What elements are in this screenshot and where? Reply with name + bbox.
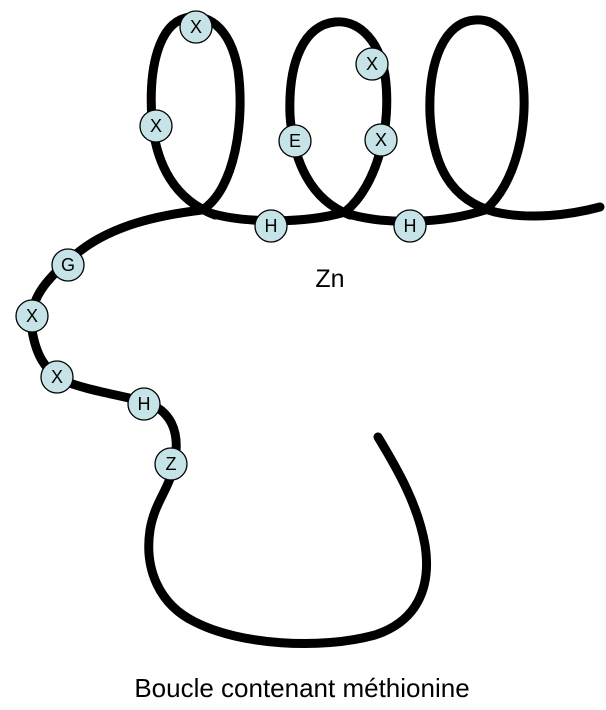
residue-circle: [254, 209, 288, 243]
residue-circle: [139, 109, 173, 143]
residue-letter: H: [138, 394, 151, 414]
residue-z-icon: Z: [154, 447, 188, 481]
residue-x-icon: X: [40, 360, 74, 394]
residue-x-icon: X: [139, 109, 173, 143]
residue-circle: [355, 47, 389, 81]
residue-letter: X: [51, 367, 63, 387]
residue-circle: [364, 123, 398, 157]
residue-letter: E: [289, 131, 301, 151]
residue-letter: G: [61, 255, 75, 275]
residue-letter: X: [150, 116, 162, 136]
residue-circle: [40, 360, 74, 394]
helix-loop-3: [425, 15, 605, 221]
residue-circle: [179, 10, 213, 44]
residue-letter: X: [375, 130, 387, 150]
residue-h-icon: H: [254, 209, 288, 243]
residue-letter: H: [265, 216, 278, 236]
residue-h-icon: H: [393, 209, 427, 243]
residue-circle: [51, 248, 85, 282]
residue-letter: Z: [166, 454, 177, 474]
residue-h-icon: H: [127, 387, 161, 421]
residue-circle: [393, 209, 427, 243]
residue-circle: [154, 447, 188, 481]
residue-circle: [278, 124, 312, 158]
residue-x-icon: X: [355, 47, 389, 81]
residue-x-icon: X: [15, 299, 49, 333]
residue-x-icon: X: [179, 10, 213, 44]
residue-circle: [127, 387, 161, 421]
residue-circle: [15, 299, 49, 333]
residue-letter: X: [190, 17, 202, 37]
chain-strand: [26, 205, 432, 649]
residue-g-icon: G: [51, 248, 85, 282]
residue-letter: H: [404, 216, 417, 236]
residue-letter: X: [26, 306, 38, 326]
zinc-label: Zn: [315, 265, 344, 293]
diagram-caption: Boucle contenant méthionine: [134, 673, 469, 703]
residue-x-icon: X: [364, 123, 398, 157]
residue-e-icon: E: [278, 124, 312, 158]
residue-letter: X: [366, 54, 378, 74]
